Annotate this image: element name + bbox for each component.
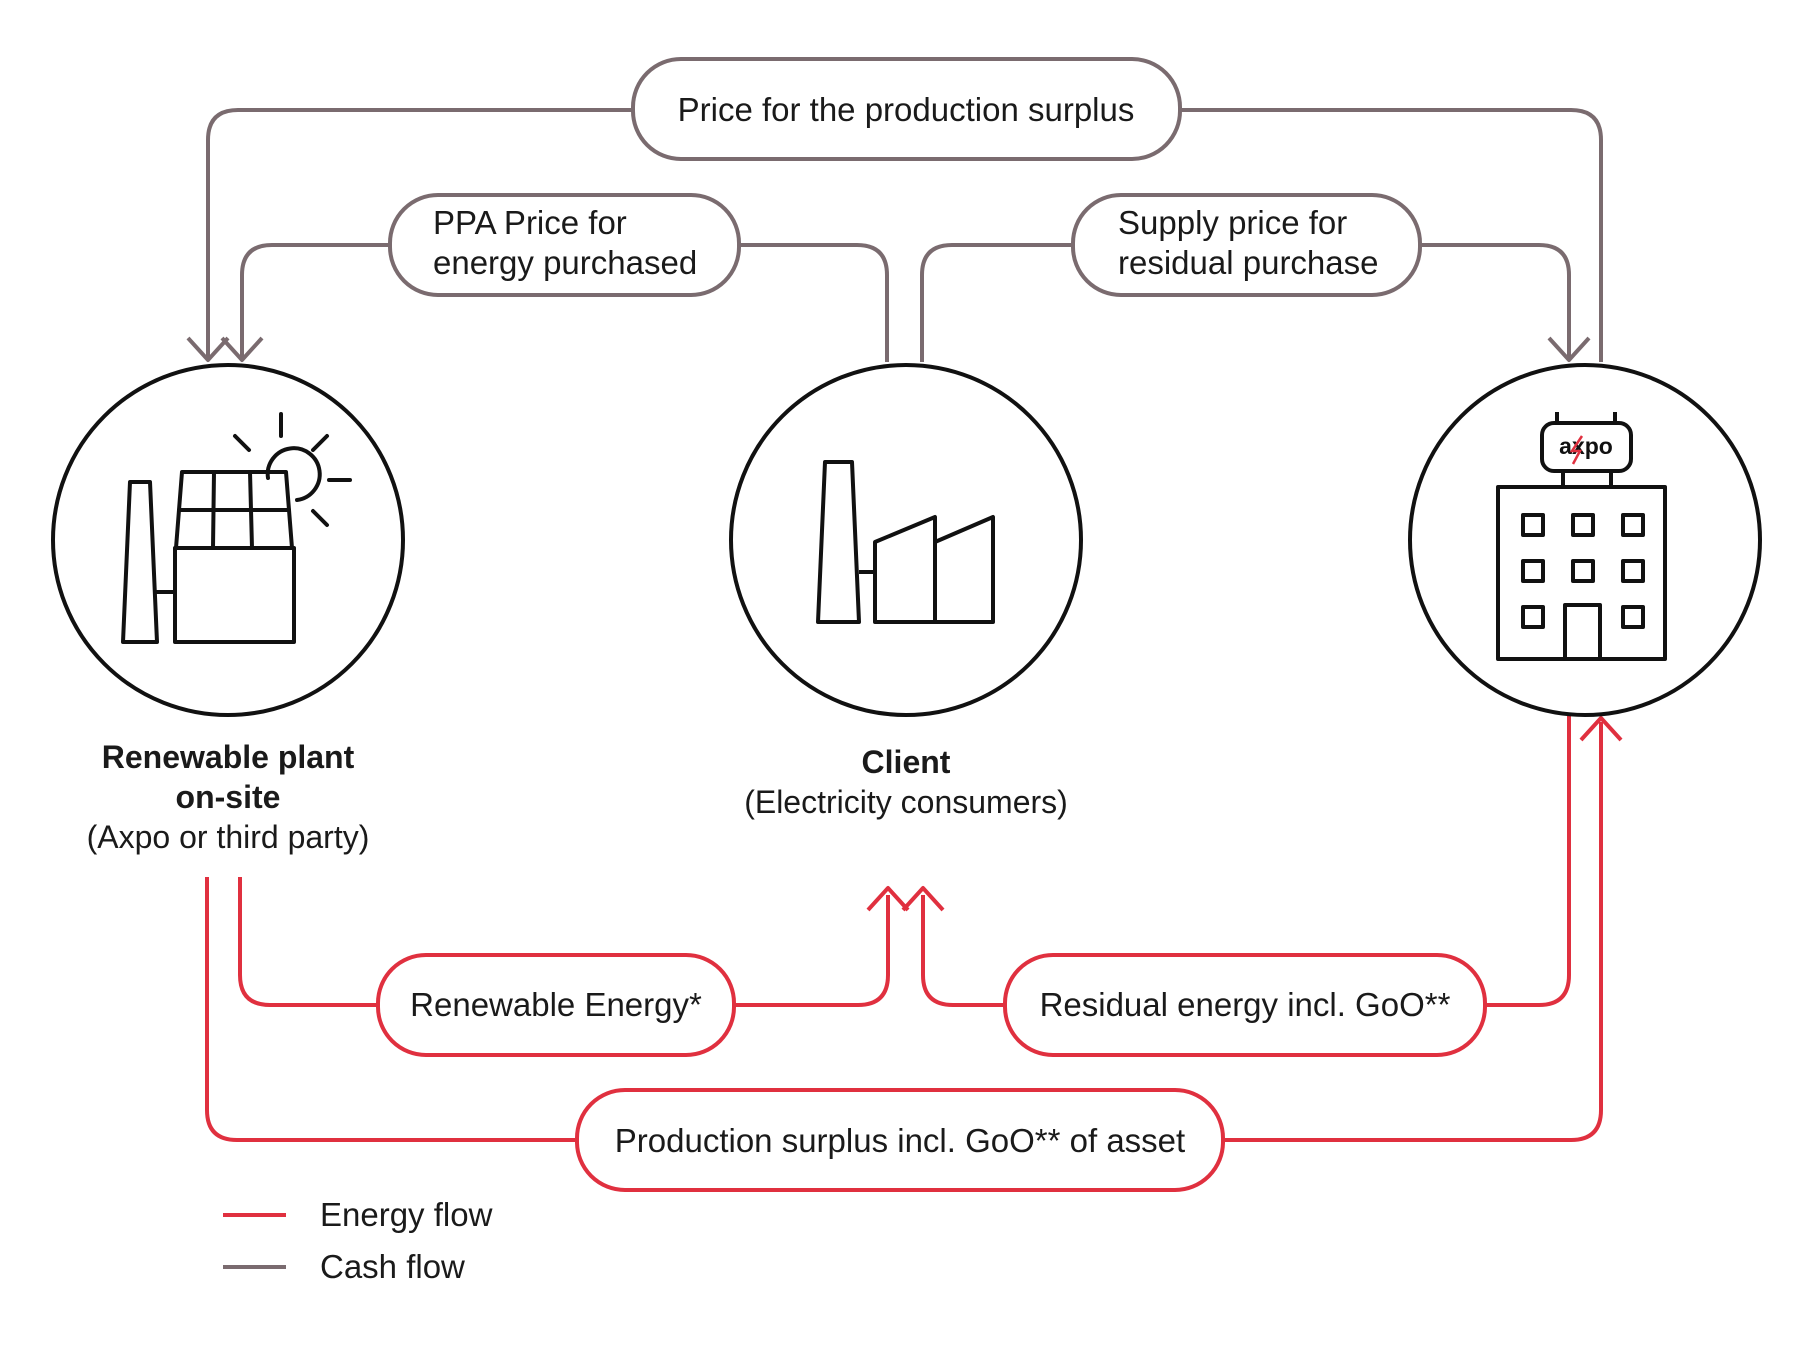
plant-title-1: Renewable plant: [102, 739, 355, 775]
cash-flow-pills: [388, 57, 1422, 297]
energy-line-surplus: [205, 722, 1603, 1142]
office-building-icon: [1496, 485, 1667, 661]
factory-icon: [816, 460, 995, 624]
energy-flow-lines: [205, 715, 1623, 1142]
client-title: Client: [862, 744, 951, 780]
solar-factory-icon: [121, 412, 352, 644]
energy-line-renewable: [238, 877, 890, 1007]
client-circle: [729, 363, 1083, 717]
label-supply-price-1: Supply price for: [1118, 204, 1347, 241]
legend-energy-label: Energy flow: [320, 1196, 493, 1233]
label-supply-price-2: residual purchase: [1118, 244, 1379, 281]
axpo-logo-bolt: [1569, 435, 1584, 465]
cash-flow-lines: [186, 108, 1603, 362]
pill-supply-price: [1071, 193, 1422, 297]
client-subtitle: (Electricity consumers): [744, 784, 1068, 820]
energy-flow-pills: [376, 953, 1487, 1192]
arrowhead-renewable: [866, 886, 910, 912]
arrowhead-supply: [1547, 336, 1591, 362]
legend-cash-label: Cash flow: [320, 1248, 465, 1285]
label-surplus-energy: Production surplus incl. GoO** of asset: [615, 1122, 1185, 1159]
arrowhead-residual: [901, 886, 945, 912]
plant-subtitle: (Axpo or third party): [87, 819, 370, 855]
pill-residual: [1003, 953, 1487, 1057]
node-plant: [51, 363, 405, 717]
cash-line-ppa: [240, 243, 889, 362]
arrowhead-surplus: [186, 336, 230, 362]
plant-title-2: on-site: [176, 779, 281, 815]
axpo-logo-sign: [1540, 412, 1633, 487]
axpo-circle: [1408, 363, 1762, 717]
cash-line-surplus: [206, 108, 1603, 362]
label-ppa-price-2: energy purchased: [433, 244, 697, 281]
pill-surplus-energy: [575, 1088, 1225, 1192]
arrowhead-ppa: [220, 336, 264, 362]
axpo-logo: axpo: [1559, 433, 1613, 459]
node-client: [729, 363, 1083, 717]
label-surplus-price: Price for the production surplus: [678, 91, 1135, 128]
label-renewable: Renewable Energy*: [410, 986, 702, 1023]
label-ppa-price-1: PPA Price for: [433, 204, 627, 241]
legend: Energy flow Cash flow: [223, 1196, 493, 1285]
pill-ppa-price: [388, 193, 741, 297]
cash-line-supply: [920, 243, 1571, 362]
pill-surplus-price: [631, 57, 1182, 161]
pill-renewable: [376, 953, 736, 1057]
arrowhead-surplus-energy: [1579, 716, 1623, 742]
label-residual: Residual energy incl. GoO**: [1040, 986, 1451, 1023]
energy-line-residual: [921, 715, 1571, 1007]
node-axpo: [1408, 363, 1762, 717]
